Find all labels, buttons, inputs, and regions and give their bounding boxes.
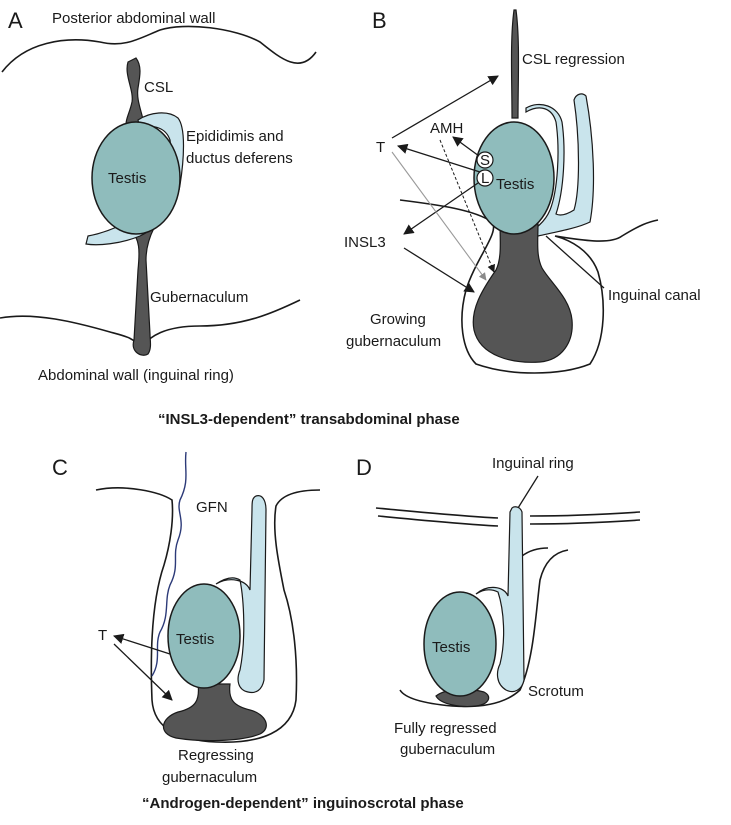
scrotal-wall-d (521, 547, 549, 557)
epididymis-label-line1: Epididimis and (186, 128, 284, 145)
csl-regressing (510, 9, 520, 119)
abdominal-wall-label: Abdominal wall (inguinal ring) (38, 367, 234, 384)
inguinal-ring-leader (517, 475, 539, 509)
ductus-deferens-c (215, 495, 267, 694)
t-to-csl-arrow (391, 75, 499, 139)
ductus-deferens-b (522, 93, 595, 237)
abdominal-wall-upper-line-right (529, 511, 641, 517)
inguinal-canal-label: Inguinal canal (608, 287, 701, 304)
regressing-gubernaculum-line2: gubernaculum (162, 769, 257, 786)
t-to-gubernaculum-arrow-c (113, 643, 173, 701)
csl-ligament (125, 57, 145, 125)
testis-a (91, 121, 181, 235)
panel-d: D Testis Inguinal ring Scrotum Fully reg… (356, 455, 641, 758)
testis-d (423, 591, 497, 697)
transabdominal-phase-caption: “INSL3-dependent” transabdominal phase (158, 411, 460, 428)
amh-to-gubernaculum-arrow (439, 139, 495, 273)
testis-c (167, 583, 241, 689)
panel-a-letter: A (8, 8, 23, 33)
abdominal-wall-upper-line-left (375, 507, 499, 519)
scrotal-sac-outline-c (95, 487, 321, 743)
testis-b (473, 121, 555, 235)
insl3-label: INSL3 (344, 234, 386, 251)
sertoli-to-amh-arrow (452, 136, 480, 157)
inguinal-canal-leader (545, 235, 605, 289)
fully-regressed-gubernaculum-line1: Fully regressed (394, 720, 497, 737)
panel-d-letter: D (356, 455, 372, 480)
sertoli-cell-label: S (480, 152, 490, 169)
gfn-label: GFN (196, 499, 228, 516)
regressing-gubernaculum-line1: Regressing (178, 747, 254, 764)
regressing-gubernaculum (162, 683, 267, 742)
inguinoscrotal-phase-caption: “Androgen-dependent” inguinoscrotal phas… (142, 795, 464, 812)
sertoli-cell (476, 151, 494, 169)
abdominal-wall-lower-line-left (377, 515, 499, 527)
t-label-b: T (376, 139, 385, 156)
csl-label: CSL (144, 79, 173, 96)
testis-label-b: Testis (496, 176, 534, 193)
ductus-deferens-d (475, 506, 525, 693)
panel-c: C Testis GFN T Regressing gubernaculum (52, 451, 321, 786)
posterior-wall-line (1, 25, 317, 73)
gubernaculum-a (128, 227, 155, 356)
t-label-c: T (98, 627, 107, 644)
abdominal-wall-lower-line-right (529, 519, 641, 525)
panel-a: A Posterior abdominal wall CSL Gubernacu… (0, 8, 317, 384)
growing-gubernaculum-line1: Growing (370, 311, 426, 328)
epididymis-label-line2: ductus deferens (186, 150, 293, 167)
posterior-abdominal-wall-label: Posterior abdominal wall (52, 10, 215, 27)
testis-label-c: Testis (176, 631, 214, 648)
leydig-to-insl3-arrow (403, 182, 479, 235)
testis-to-t-arrow (113, 633, 171, 655)
insl3-to-gubernaculum-arrow (403, 247, 475, 293)
panel-b: B Testis S L CSL regression T AMH INSL3 … (344, 8, 701, 374)
panel-b-letter: B (372, 8, 387, 33)
growing-gubernaculum-line2: gubernaculum (346, 333, 441, 350)
inguinal-ring-label: Inguinal ring (492, 455, 574, 472)
abdominal-sac-outline (399, 199, 659, 374)
leydig-cell-label: L (481, 170, 489, 187)
t-to-gubernaculum-arrow (391, 151, 487, 281)
panel-c-letter: C (52, 455, 68, 480)
scrotal-sac-outline-d (399, 549, 569, 708)
testis-label-a: Testis (108, 170, 146, 187)
leydig-to-t-arrow (397, 143, 481, 173)
scrotum-label: Scrotum (528, 683, 584, 700)
amh-label: AMH (430, 120, 463, 137)
leydig-cell (476, 169, 494, 187)
testis-label-d: Testis (432, 639, 470, 656)
fully-regressed-gubernaculum-line2: gubernaculum (400, 741, 495, 758)
genitofemoral-nerve (151, 451, 187, 677)
growing-gubernaculum (472, 223, 573, 363)
gubernaculum-label-a: Gubernaculum (150, 289, 248, 306)
csl-regression-label: CSL regression (522, 51, 625, 68)
